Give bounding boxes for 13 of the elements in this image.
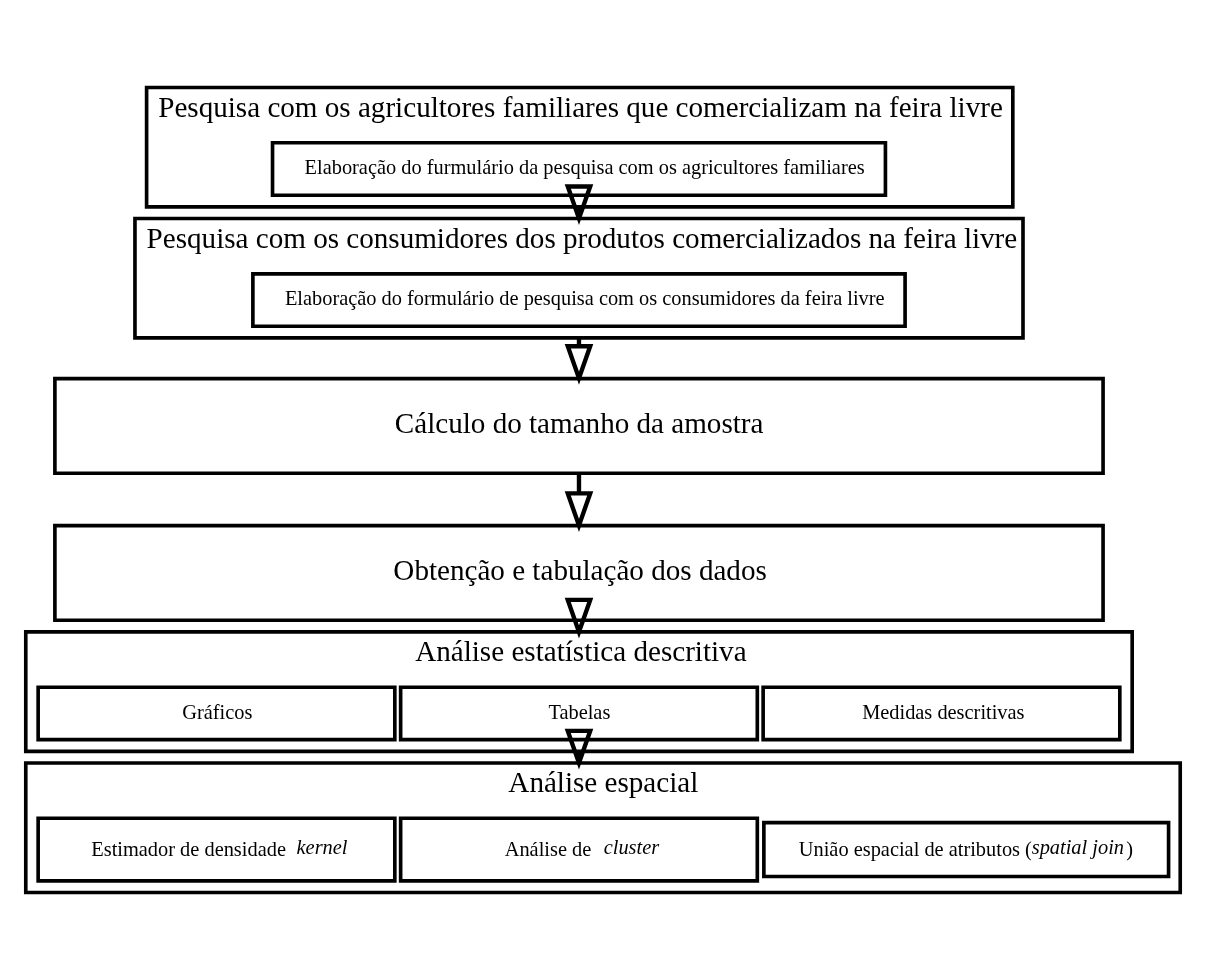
arrow	[564, 728, 594, 770]
node-box: Estimador de densidade kernel	[36, 816, 397, 883]
node-box: Gráficos	[36, 685, 397, 742]
arrow	[564, 184, 594, 226]
node-box: Análise de cluster	[398, 816, 760, 883]
node-box: Medidas descritivas	[761, 685, 1122, 742]
node-box: Elaboração do furmulário da pesquisa com os agricultores familiares	[270, 140, 888, 197]
node-box: Tabelas	[398, 685, 760, 742]
node-box: Cálculo do tamanho da amostra	[53, 376, 1105, 476]
node-box: União espacial de atributos (spatial join)	[762, 820, 1171, 879]
arrow	[564, 473, 594, 533]
node-box: Elaboração do formulário de pesquisa com os consumidores da feira livre	[251, 272, 907, 329]
arrow	[564, 597, 594, 639]
